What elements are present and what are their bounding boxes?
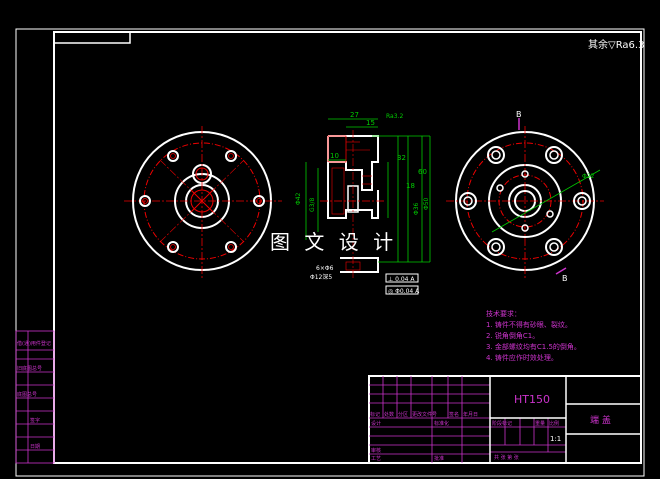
svg-text:G3/8: G3/8: [309, 198, 316, 212]
svg-text:10: 10: [330, 152, 339, 160]
title-block: HT150 端 盖 1:1 标记 处数 分区 更改文件号 签名 年月日 设计 标…: [368, 375, 642, 464]
side-block: 借(通)用件登记 旧底图总号 底图总号 签字 日期: [15, 330, 55, 464]
svg-text:Φ36: Φ36: [413, 202, 420, 215]
svg-text:旧底图总号: 旧底图总号: [17, 365, 42, 372]
svg-text:⊥ 0.04 A: ⊥ 0.04 A: [388, 276, 415, 283]
svg-text:标准化: 标准化: [434, 420, 449, 427]
svg-text:借(通)用件登记: 借(通)用件登记: [17, 340, 51, 347]
svg-text:设计: 设计: [371, 420, 381, 427]
svg-text:18: 18: [406, 182, 415, 190]
svg-text:签字: 签字: [30, 417, 40, 424]
svg-text:分区: 分区: [398, 411, 408, 418]
svg-text:◎ Φ0.04 A: ◎ Φ0.04 A: [388, 288, 420, 295]
svg-text:Ra3.2: Ra3.2: [386, 113, 403, 120]
svg-text:底图总号: 底图总号: [17, 391, 37, 398]
roughness-note: 其余▽Ra6.3: [588, 38, 644, 51]
svg-text:更改文件号: 更改文件号: [412, 411, 437, 418]
svg-text:审核: 审核: [371, 447, 381, 454]
svg-text:4. 铸件应作时效处理。: 4. 铸件应作时效处理。: [486, 353, 558, 362]
svg-text:共 张 第 张: 共 张 第 张: [494, 454, 519, 461]
svg-text:Φ42: Φ42: [295, 192, 302, 205]
svg-text:Φ50: Φ50: [423, 197, 430, 210]
svg-text:1. 铸件不得有砂眼、裂纹。: 1. 铸件不得有砂眼、裂纹。: [486, 320, 572, 329]
svg-text:Φ12深5: Φ12深5: [310, 273, 332, 281]
top-left-tab: [53, 31, 131, 44]
svg-text:重量: 重量: [535, 420, 545, 427]
inner-frame: [53, 31, 642, 464]
svg-text:比例: 比例: [549, 420, 559, 427]
svg-text:3. 金部螺纹均有C1.5的倒角。: 3. 金部螺纹均有C1.5的倒角。: [486, 342, 581, 351]
outer-frame: [15, 28, 645, 477]
section-mark-bottom: B: [562, 274, 568, 283]
svg-text:工艺: 工艺: [371, 456, 381, 462]
svg-text:年月日: 年月日: [463, 411, 478, 418]
svg-text:27: 27: [350, 111, 359, 119]
svg-text:签名: 签名: [449, 411, 459, 418]
svg-text:32: 32: [397, 154, 406, 162]
svg-text:批准: 批准: [434, 455, 444, 462]
material-label: HT150: [514, 393, 550, 406]
svg-text:2. 锐角倒角C1。: 2. 锐角倒角C1。: [486, 331, 539, 340]
section-view: 27 15 Ra3.2 10 32 60 18 Φ42 G3/8 Φ36 Φ50…: [295, 111, 431, 295]
svg-text:日期: 日期: [30, 444, 40, 450]
svg-text:技术要求：: 技术要求：: [486, 309, 521, 318]
svg-text:Φ22: Φ22: [582, 173, 595, 180]
svg-text:15: 15: [366, 119, 375, 127]
watermark-text: 图 文 设 计: [270, 230, 397, 254]
svg-text:阶段标记: 阶段标记: [492, 420, 512, 427]
svg-text:标记: 标记: [370, 411, 380, 418]
right-view: Φ22 B B: [446, 110, 604, 283]
left-view: [124, 126, 282, 278]
svg-text:6×Φ6: 6×Φ6: [316, 265, 334, 272]
scale-value: 1:1: [550, 435, 561, 443]
part-name: 端 盖: [590, 414, 611, 426]
tech-requirements: 技术要求： 1. 铸件不得有砂眼、裂纹。 2. 锐角倒角C1。 3. 金部螺纹均…: [486, 309, 581, 362]
svg-text:60: 60: [418, 168, 427, 176]
svg-text:处数: 处数: [384, 411, 394, 418]
section-mark-top: B: [516, 110, 522, 119]
